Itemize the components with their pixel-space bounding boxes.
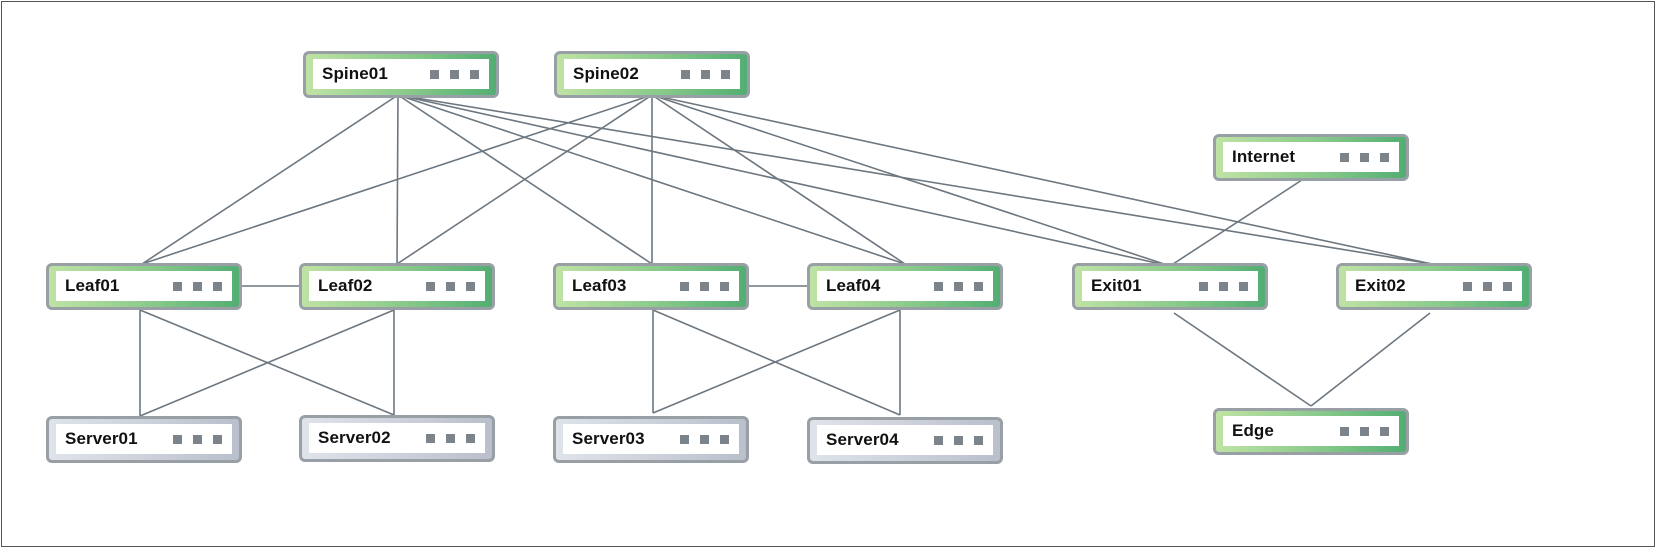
- menu-dots-icon[interactable]: [426, 433, 475, 443]
- node-label: Spine01: [322, 64, 388, 83]
- link-exit02-edge: [1310, 312, 1431, 407]
- node-label: Server02: [318, 428, 391, 447]
- node-label: Edge: [1232, 421, 1274, 440]
- link-spine02-exit01: [651, 94, 1171, 267]
- menu-dots-icon[interactable]: [173, 281, 222, 291]
- link-spine01-exit01: [397, 94, 1171, 267]
- node-exit02[interactable]: Exit02: [1336, 263, 1532, 310]
- node-server02[interactable]: Server02: [299, 415, 495, 462]
- link-spine02-leaf04: [651, 94, 906, 265]
- menu-dots-icon[interactable]: [1340, 426, 1389, 436]
- link-exit01-edge: [1173, 312, 1312, 407]
- menu-dots-icon[interactable]: [680, 281, 729, 291]
- node-server03[interactable]: Server03: [553, 416, 749, 463]
- node-server01[interactable]: Server01: [46, 416, 242, 463]
- node-label: Spine02: [573, 64, 639, 83]
- menu-dots-icon[interactable]: [934, 435, 983, 445]
- node-label: Leaf01: [65, 276, 120, 295]
- link-leaf02-server01: [139, 309, 395, 417]
- node-internet[interactable]: Internet: [1213, 134, 1409, 181]
- node-leaf03[interactable]: Leaf03: [553, 263, 749, 310]
- node-leaf04[interactable]: Leaf04: [807, 263, 1003, 310]
- node-label: Leaf03: [572, 276, 627, 295]
- link-spine02-exit02: [651, 94, 1433, 265]
- node-edge[interactable]: Edge: [1213, 408, 1409, 455]
- node-label: Internet: [1232, 147, 1296, 166]
- menu-dots-icon[interactable]: [680, 434, 729, 444]
- menu-dots-icon[interactable]: [1463, 281, 1512, 291]
- node-label: Server03: [572, 429, 645, 448]
- node-leaf02[interactable]: Leaf02: [299, 263, 495, 310]
- node-label: Leaf04: [826, 276, 881, 295]
- menu-dots-icon[interactable]: [681, 69, 730, 79]
- node-exit01[interactable]: Exit01: [1072, 263, 1268, 310]
- node-leaf01[interactable]: Leaf01: [46, 263, 242, 310]
- node-label: Server01: [65, 429, 138, 448]
- node-label: Exit02: [1355, 276, 1406, 295]
- node-spine02[interactable]: Spine02: [554, 51, 750, 98]
- link-leaf04-server03: [652, 309, 901, 414]
- link-internet-exit01: [1169, 177, 1306, 267]
- link-spine02-leaf01: [141, 94, 653, 265]
- menu-dots-icon[interactable]: [426, 281, 475, 291]
- link-leaf03-server04: [652, 309, 901, 416]
- node-label: Server04: [826, 430, 899, 449]
- node-label: Leaf02: [318, 276, 373, 295]
- menu-dots-icon[interactable]: [430, 69, 479, 79]
- menu-dots-icon[interactable]: [1340, 152, 1389, 162]
- menu-dots-icon[interactable]: [934, 281, 983, 291]
- link-spine01-exit02: [397, 94, 1433, 265]
- link-spine02-leaf02: [396, 94, 653, 265]
- menu-dots-icon[interactable]: [1199, 281, 1248, 291]
- node-spine01[interactable]: Spine01: [303, 51, 499, 98]
- node-label: Exit01: [1091, 276, 1142, 295]
- menu-dots-icon[interactable]: [173, 434, 222, 444]
- link-spine01-leaf01: [141, 94, 399, 265]
- node-server04[interactable]: Server04: [807, 417, 1003, 464]
